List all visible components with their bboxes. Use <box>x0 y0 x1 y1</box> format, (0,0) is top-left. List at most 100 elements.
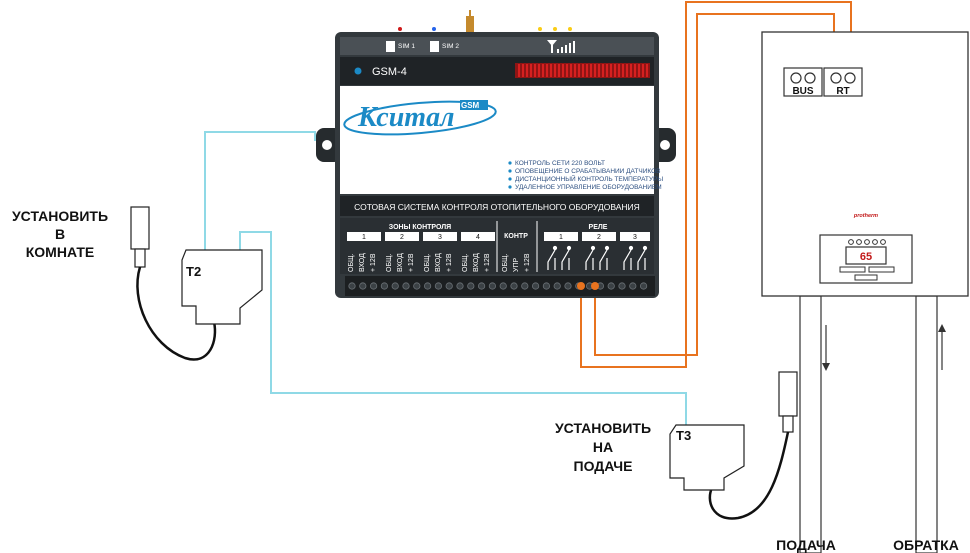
terminal-screw <box>488 282 496 290</box>
t3-sensor-module: T3 <box>669 424 745 491</box>
display-value: 65 <box>860 251 872 263</box>
relay-number: 3 <box>633 234 637 241</box>
bus-connector <box>783 67 823 97</box>
boiler-display <box>845 246 887 265</box>
led-yellow-icon <box>538 27 542 31</box>
terminal-label: + 12В <box>408 253 415 272</box>
terminal-label: ВХОД <box>435 253 442 272</box>
terminal-screw <box>467 282 475 290</box>
zone-number: 3 <box>438 234 442 241</box>
relay-number: 1 <box>559 234 563 241</box>
antenna-icon <box>466 16 474 32</box>
terminal-screw <box>369 282 378 290</box>
led-blue-icon <box>432 27 436 31</box>
brand-logo: Кситал GSM <box>343 100 497 136</box>
control-buttons <box>848 239 886 245</box>
kontr-title: КОНТР <box>504 233 528 240</box>
terminal-screw <box>618 282 626 290</box>
status-led-icon <box>354 67 362 75</box>
terminal-screw <box>521 282 529 290</box>
rt-connector <box>823 67 863 97</box>
terminal-screw <box>607 282 615 290</box>
room-install-caption: УСТАНОВИТЬ В КОМНАТЕ <box>12 208 108 260</box>
t3-label: T3 <box>676 428 691 443</box>
relay-wire-inner <box>594 13 835 356</box>
terminal-label: ОБЩ. <box>386 253 393 272</box>
terminal-label: + 12В <box>484 253 491 272</box>
terminal-label: ВХОД <box>473 253 480 272</box>
relay-wire-outer <box>580 1 852 368</box>
supply-temperature-probe <box>708 371 798 520</box>
feature-item: ОПОВЕЩЕНИЕ О СРАБАТЫВАНИИ ДАТЧИКОВ <box>515 168 660 175</box>
terminal-screw <box>639 282 648 290</box>
terminal-screw <box>477 282 486 290</box>
terminal-label: + 12В <box>370 253 377 272</box>
relay-number: 2 <box>597 234 601 241</box>
terminal-screw <box>434 282 442 290</box>
feature-item: УДАЛЕННОЕ УПРАВЛЕНИЕ ОБОРУДОВАНИЕМ <box>515 184 662 191</box>
terminal-screw <box>564 282 572 290</box>
feature-item: ДИСТАНЦИОННЫЙ КОНТРОЛЬ ТЕМПЕРАТУРЫ <box>515 174 663 183</box>
zone-number-boxes: 1 2 3 4 <box>347 232 495 241</box>
front-panel <box>340 86 654 194</box>
terminal-screw <box>553 282 561 290</box>
terminal-screw <box>413 282 421 290</box>
return-pipe <box>915 295 938 553</box>
t2-sensor-module: T2 <box>181 249 263 325</box>
terminal-screw <box>499 282 507 290</box>
t2-label: T2 <box>186 264 201 279</box>
terminal-screw <box>423 282 432 290</box>
supply-pipe-label: ПОДАЧА <box>776 537 836 553</box>
caption-line: УСТАНОВИТЬ <box>12 208 108 224</box>
sim-card-icon <box>430 41 439 52</box>
rt-label: RT <box>836 86 849 97</box>
relay-terminal <box>591 282 599 290</box>
terminal-label: ВХОД <box>397 253 404 272</box>
terminal-screw <box>402 282 410 290</box>
feature-item: КОНТРОЛЬ СЕТИ 220 ВОЛЬТ <box>515 160 605 167</box>
relay-terminal <box>577 282 585 290</box>
terminal-label: УПР <box>513 258 520 272</box>
relay-title: РЕЛЕ <box>589 224 608 231</box>
kontr-terminal-labels: ОБЩ. УПР + 12В <box>502 253 531 272</box>
sim1-label: SIM 1 <box>398 43 415 50</box>
caption-line: ПОДАЧЕ <box>574 458 633 474</box>
sim-card-icon <box>386 41 395 52</box>
terminal-label: ОБЩ. <box>348 253 355 272</box>
terminal-label: ОБЩ. <box>424 253 431 272</box>
zones-title: ЗОНЫ КОНТРОЛЯ <box>389 224 451 231</box>
terminal-screw <box>348 282 356 290</box>
relay-switch-icons <box>547 245 648 270</box>
room-temperature-probe <box>130 206 217 361</box>
zone-number: 1 <box>362 234 366 241</box>
flow-down-arrow-icon <box>822 325 830 371</box>
caption-line: В <box>55 226 65 242</box>
terminal-screw <box>380 282 388 290</box>
flow-up-arrow-icon <box>938 324 946 370</box>
zone-terminal-labels: ОБЩ. ВХОД + 12В ОБЩ. ВХОД + 12В ОБЩ. ВХО… <box>348 253 491 272</box>
terminal-screw <box>542 282 551 290</box>
brand-badge: GSM <box>461 101 480 110</box>
terminal-label: ОБЩ. <box>502 253 509 272</box>
terminal-screw <box>531 282 540 290</box>
led-red-icon <box>398 27 402 31</box>
terminal-screw <box>510 282 518 290</box>
terminal-screw <box>359 282 367 290</box>
led-indicator-bar <box>515 63 650 78</box>
gsm-device: SIM 1 SIM 2 GSM-4 Кситал GSM <box>316 10 676 298</box>
terminal-screw <box>391 282 399 290</box>
return-pipe-label: ОБРАТКА <box>893 537 959 553</box>
terminal-screw <box>629 282 637 290</box>
terminal-screw <box>456 282 464 290</box>
supply-install-caption: УСТАНОВИТЬ НА ПОДАЧЕ <box>555 420 651 474</box>
device-tagline: СОТОВАЯ СИСТЕМА КОНТРОЛЯ ОТОПИТЕЛЬНОГО О… <box>354 202 640 212</box>
caption-line: КОМНАТЕ <box>26 244 95 260</box>
brand-name: Кситал <box>357 102 454 133</box>
zone-number: 2 <box>400 234 404 241</box>
bus-label: BUS <box>792 86 813 97</box>
sim2-label: SIM 2 <box>442 43 459 50</box>
relay-number-boxes: 1 2 3 <box>544 232 650 241</box>
caption-line: УСТАНОВИТЬ <box>555 420 651 436</box>
